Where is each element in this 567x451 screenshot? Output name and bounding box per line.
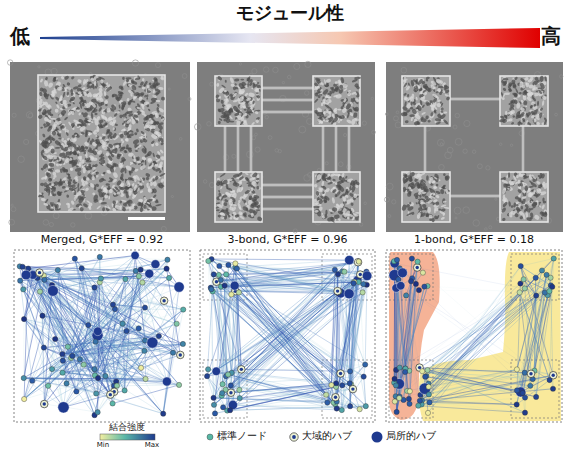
neuron-cell bbox=[249, 197, 252, 200]
neuron-cell bbox=[322, 115, 324, 117]
modularity-gradient-bar bbox=[40, 28, 540, 48]
neuron-cell bbox=[52, 202, 54, 206]
neuron-cell bbox=[117, 154, 121, 157]
neuron-cell bbox=[83, 167, 86, 173]
scale-bar bbox=[128, 217, 165, 220]
neuron-cell bbox=[218, 121, 221, 125]
neuron-cell bbox=[86, 160, 92, 162]
micrograph bbox=[7, 60, 190, 232]
micrograph bbox=[194, 61, 375, 233]
neuron-cell bbox=[253, 82, 255, 89]
micrograph bbox=[384, 62, 563, 232]
